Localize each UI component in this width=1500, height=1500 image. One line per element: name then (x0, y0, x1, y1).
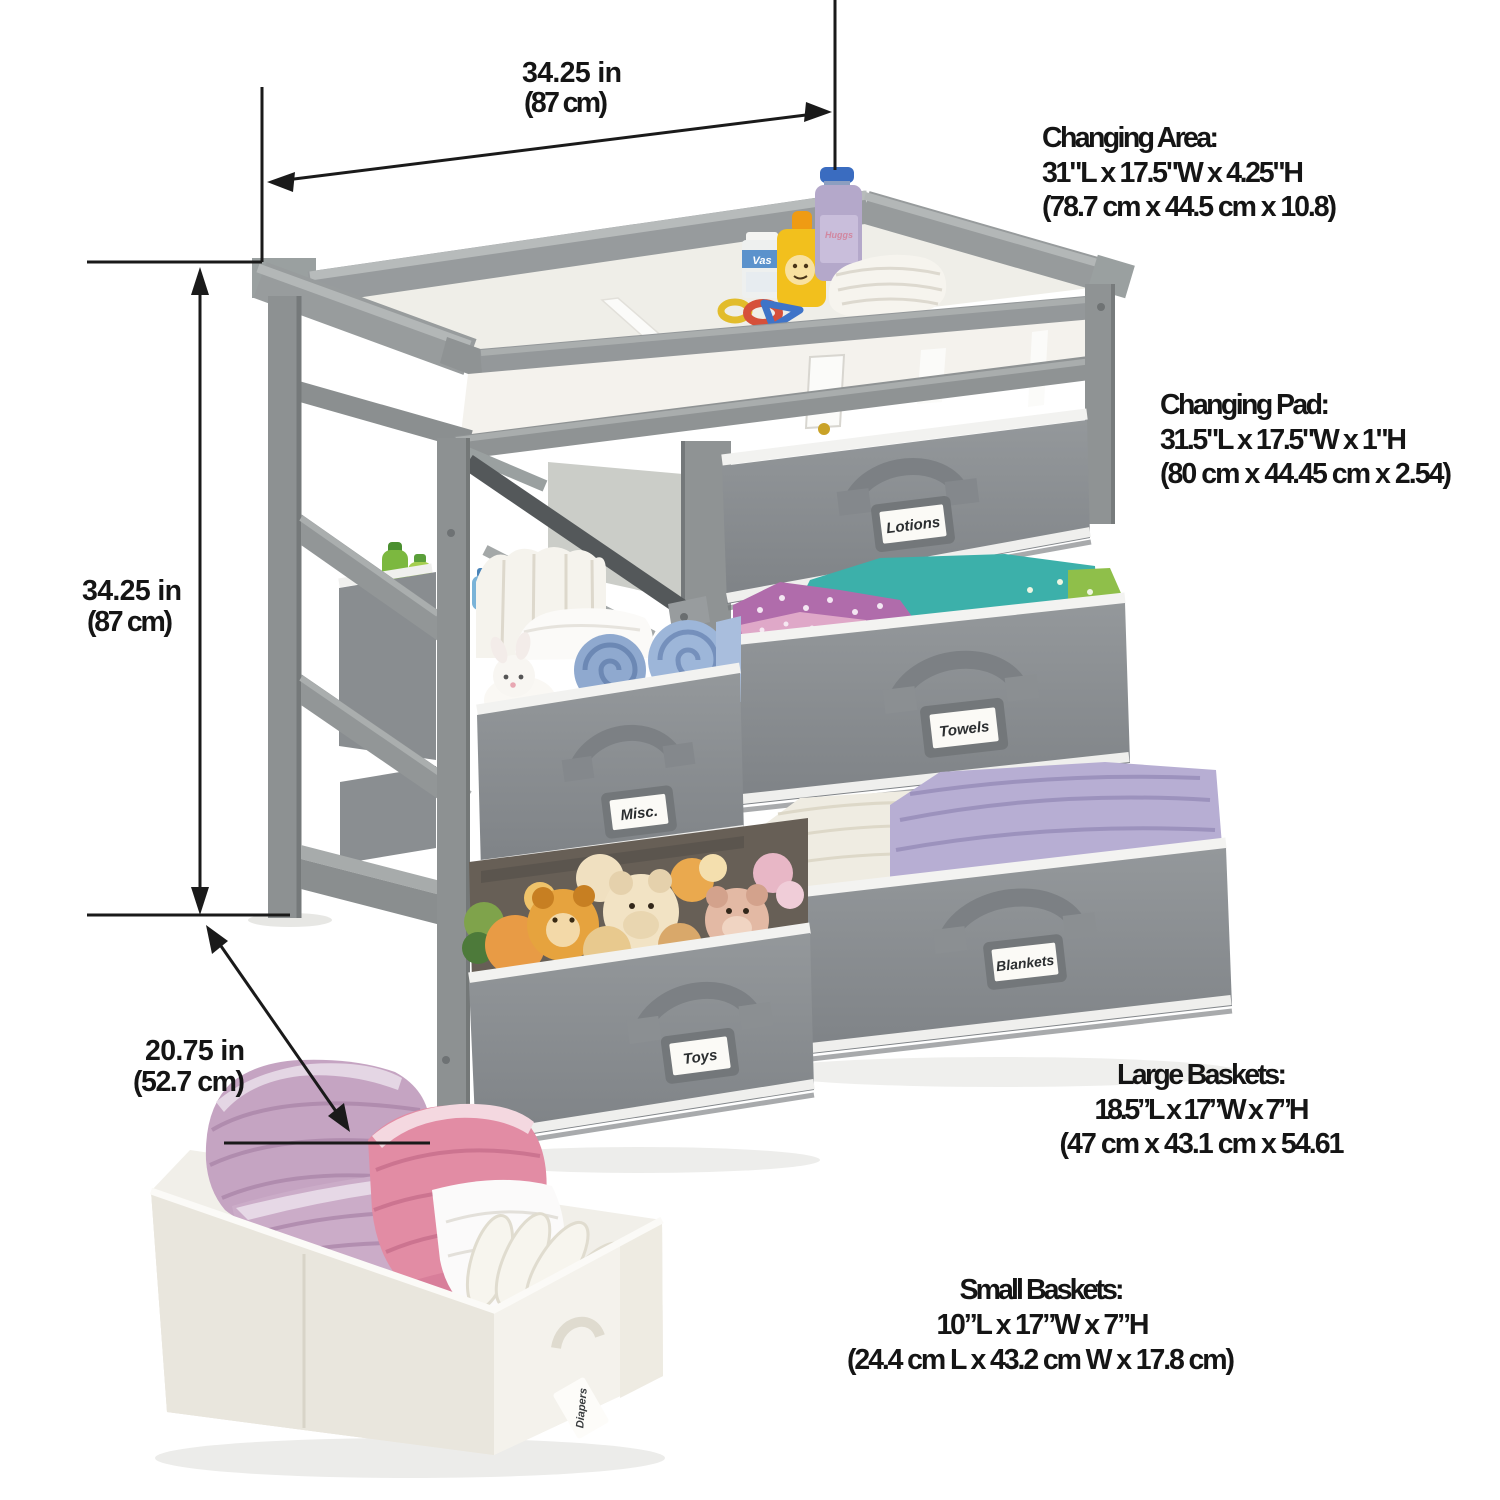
svg-text:Huggs: Huggs (825, 230, 853, 240)
svg-text:(47 cm x 43.1 cm x 54.61: (47 cm x 43.1 cm x 54.61 (1060, 1128, 1345, 1160)
svg-text:Diapers: Diapers (574, 1387, 589, 1428)
svg-text:(80 cm x 44.45 cm x 2.54): (80 cm x 44.45 cm x 2.54) (1160, 458, 1452, 490)
svg-text:Blankets: Blankets (995, 952, 1055, 975)
svg-text:31.5"L x 17.5"W x 1"H: 31.5"L x 17.5"W x 1"H (1160, 424, 1407, 456)
svg-text:10”L x 17”W x 7”H: 10”L x 17”W x 7”H (937, 1309, 1150, 1341)
svg-text:Misc.: Misc. (620, 803, 659, 824)
svg-text:(87 cm): (87 cm) (87, 606, 173, 638)
svg-text:31"L x 17.5"W x 4.25"H: 31"L x 17.5"W x 4.25"H (1042, 157, 1304, 189)
svg-text:Changing Pad:: Changing Pad: (1160, 389, 1330, 421)
svg-text:Lotions: Lotions (885, 514, 941, 537)
svg-text:Vas: Vas (752, 255, 771, 267)
svg-text:Small Baskets:: Small Baskets: (960, 1274, 1125, 1306)
svg-text:(52.7 cm): (52.7 cm) (133, 1066, 245, 1098)
svg-text:Large Baskets:: Large Baskets: (1117, 1059, 1287, 1091)
svg-text:(24.4 cm L x 43.2 cm W x 17.8: (24.4 cm L x 43.2 cm W x 17.8 cm) (847, 1344, 1235, 1376)
svg-text:(87 cm): (87 cm) (524, 87, 608, 119)
svg-text:18.5”L x 17”W x 7”H: 18.5”L x 17”W x 7”H (1095, 1094, 1310, 1126)
svg-text:Changing Area:: Changing Area: (1042, 122, 1219, 154)
svg-text:34.25 in: 34.25 in (82, 575, 182, 607)
svg-text:20.75 in: 20.75 in (145, 1035, 245, 1067)
svg-text:Toys: Toys (682, 1047, 718, 1068)
svg-text:Towels: Towels (938, 718, 990, 741)
svg-text:(78.7 cm x 44.5 cm x 10.8): (78.7 cm x 44.5 cm x 10.8) (1042, 191, 1337, 223)
svg-text:34.25 in: 34.25 in (522, 57, 622, 89)
